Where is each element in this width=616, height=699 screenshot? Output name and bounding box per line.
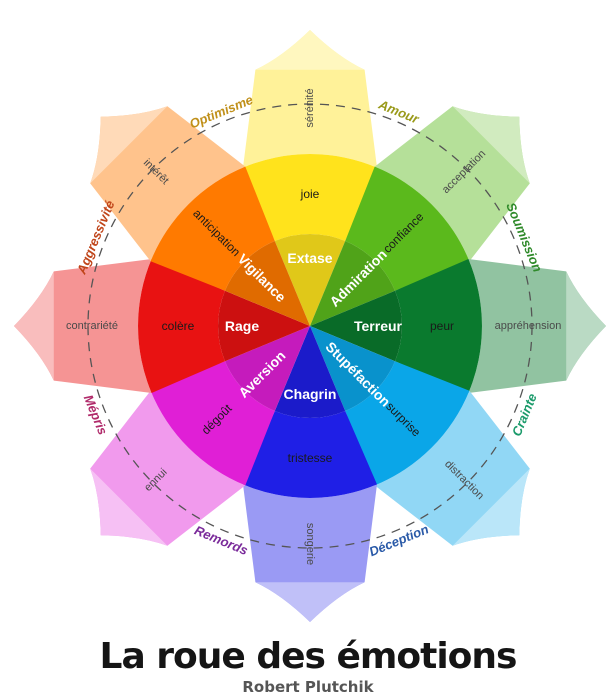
emotion-label-songerie: songerie [304,523,316,565]
petal-tip [90,468,168,546]
petal-tip [566,271,606,381]
petal-anticipation [90,106,310,326]
petal-middle-band [345,166,470,291]
dyad-ring [87,103,533,549]
petal-middle-band [150,166,275,291]
emotion-label-peur: peur [430,319,454,333]
emotion-label-apprehension: appréhension [495,320,562,332]
petal-tip [452,106,530,184]
dyad-label-mepris: Mépris [81,393,111,437]
dyad-label-crainte: Crainte [509,391,540,438]
petal-inner-wedge [310,326,395,411]
page-title: La roue des émotions [99,636,518,677]
petal-inner-wedge [310,290,403,362]
petal-outer-band [374,106,530,262]
petal-inner-wedge [225,326,310,411]
petal-surprise [310,326,530,546]
emotion-label-chagrin: Chagrin [284,386,337,402]
emotion-label-tristesse: tristesse [288,451,333,465]
petal-inner-wedge [225,241,310,326]
petal-tip [255,30,365,70]
emotion-label-terreur: Terreur [354,318,403,334]
dyad-label-deception: Déception [367,521,431,559]
petal-middle-band [138,259,225,393]
petal-outer-band [90,106,246,262]
petal-outer-band [90,390,246,546]
emotion-label-rage: Rage [225,318,259,334]
emotion-label-joie: joie [300,187,320,201]
dyad-label-optimisme: Optimisme [187,92,255,132]
petal-peur [310,259,606,393]
petal-middle-band [345,361,470,486]
petal-tip [452,468,530,546]
dyad-label-remords: Remords [192,523,250,558]
petal-outer-band [374,390,530,546]
petal-confiance [310,106,530,326]
emotion-label-serenite: sérénité [304,88,316,127]
petal-tip [90,106,168,184]
petal-inner-wedge [274,326,346,419]
dyad-label-soumission: Soumission [503,200,545,274]
emotion-label-contrariete: contrariété [66,320,118,332]
emotion-wheel: ExtasejoiesérénitéAdmirationconfianceacc… [14,30,606,622]
petal-middle-band [243,154,377,241]
petal-tristesse [243,326,377,622]
page-subtitle: Robert Plutchik [242,678,374,696]
petal-colere [14,259,310,393]
petal-joie [243,30,377,326]
petal-tip [14,271,54,381]
petal-inner-wedge [217,290,310,362]
emotion-label-colere: colère [162,319,195,333]
petal-tip [255,582,365,622]
emotion-label-extase: Extase [287,250,332,266]
petal-middle-band [150,361,275,486]
petal-inner-wedge [310,241,395,326]
petal-middle-band [243,411,377,498]
petals-layer [14,30,606,622]
petal-degout [90,326,310,546]
petal-middle-band [395,259,482,393]
petal-inner-wedge [274,233,346,326]
